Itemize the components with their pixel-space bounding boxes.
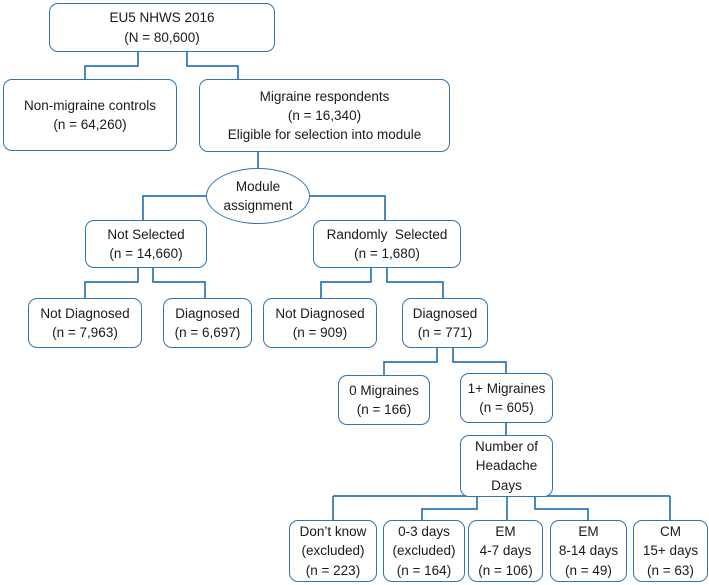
node-label: Non-migraine controls (n = 64,260) bbox=[23, 97, 157, 132]
node-label: Not Diagnosed (n = 7,963) bbox=[40, 305, 130, 340]
node-label: Don’t know (excluded) (n = 223) bbox=[299, 524, 367, 578]
node-selected-not-diagnosed: Not Diagnosed (n = 909) bbox=[263, 298, 377, 348]
node-em-8-14-days: EM 8-14 days (n = 49) bbox=[550, 520, 627, 582]
node-number-of-headache-days: Number of Headache Days bbox=[460, 435, 553, 497]
connector-line bbox=[84, 268, 139, 299]
node-not-selected-not-diagnosed: Not Diagnosed (n = 7,963) bbox=[28, 298, 142, 348]
node-em-4-7-days: EM 4-7 days (n = 106) bbox=[468, 520, 543, 582]
node-label: Not Selected (n = 14,660) bbox=[107, 226, 185, 261]
connector-line bbox=[152, 268, 206, 299]
node-label: 0 Migraines (n = 166) bbox=[349, 382, 419, 417]
connector-line bbox=[421, 496, 478, 521]
connector-line bbox=[84, 52, 139, 80]
node-label: Diagnosed (n = 771) bbox=[412, 305, 478, 340]
connector-line bbox=[383, 348, 438, 376]
node-0-migraines: 0 Migraines (n = 166) bbox=[338, 375, 430, 425]
node-label: Not Diagnosed (n = 909) bbox=[275, 305, 365, 340]
node-selected-diagnosed: Diagnosed (n = 771) bbox=[402, 298, 488, 348]
node-non-migraine-controls: Non-migraine controls (n = 64,260) bbox=[3, 79, 177, 151]
node-module-assignment: Module assignment bbox=[206, 168, 310, 224]
connector-line bbox=[386, 268, 444, 299]
node-label: EU5 NHWS 2016 (N = 80,600) bbox=[109, 10, 215, 45]
node-not-selected: Not Selected (n = 14,660) bbox=[85, 220, 207, 268]
node-label: Module assignment bbox=[223, 178, 293, 213]
node-randomly-selected: Randomly Selected (n = 1,680) bbox=[313, 220, 461, 268]
node-label: 0-3 days (excluded) (n = 164) bbox=[392, 524, 456, 578]
node-label: Number of Headache Days bbox=[474, 439, 539, 493]
connector-line bbox=[534, 496, 589, 521]
node-dont-know-excluded: Don’t know (excluded) (n = 223) bbox=[289, 520, 377, 582]
node-not-selected-diagnosed: Diagnosed (n = 6,697) bbox=[163, 298, 252, 348]
node-label: EM 4-7 days (n = 106) bbox=[478, 524, 533, 578]
node-cm-15plus-days: CM 15+ days (n = 63) bbox=[633, 520, 708, 582]
connector-line bbox=[186, 52, 239, 80]
node-label: Randomly Selected (n = 1,680) bbox=[326, 226, 448, 261]
connector-line bbox=[142, 195, 208, 221]
node-label: Diagnosed (n = 6,697) bbox=[174, 305, 241, 340]
node-1plus-migraines: 1+ Migraines (n = 605) bbox=[460, 373, 553, 423]
node-label: 1+ Migraines (n = 605) bbox=[467, 380, 546, 415]
node-migraine-respondents: Migraine respondents (n = 16,340) Eligib… bbox=[199, 79, 450, 152]
node-label: Migraine respondents (n = 16,340) Eligib… bbox=[227, 88, 422, 143]
node-eu5-nhws-total: EU5 NHWS 2016 (N = 80,600) bbox=[49, 3, 275, 52]
node-0-3-days-excluded: 0-3 days (excluded) (n = 164) bbox=[383, 520, 465, 582]
connector-line bbox=[308, 195, 386, 221]
node-label: EM 8-14 days (n = 49) bbox=[558, 524, 619, 578]
connector-line bbox=[452, 348, 507, 374]
connector-line bbox=[320, 268, 372, 299]
node-label: CM 15+ days (n = 63) bbox=[642, 524, 699, 578]
